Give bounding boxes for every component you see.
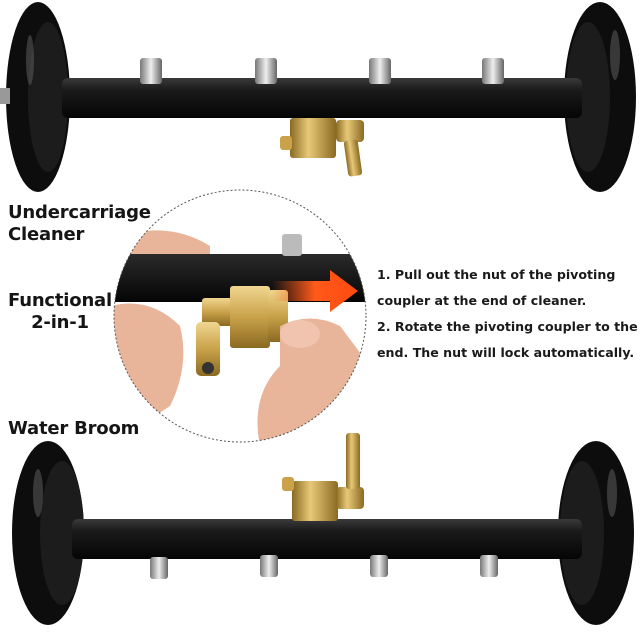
- nozzle-icon: [140, 58, 504, 84]
- functional-2-in-1-label: Functional 2-in-1: [8, 290, 112, 333]
- pivoting-coupler-closeup: [113, 189, 367, 443]
- step-1-line-1: 1. Pull out the nut of the pivoting: [377, 267, 616, 282]
- water-broom-label: Water Broom: [8, 418, 140, 439]
- step-1-line-2: coupler at the end of cleaner.: [377, 293, 587, 308]
- undercarriage-cleaner-label: Undercarriage Cleaner: [8, 202, 151, 245]
- undercarriage-cleaner-illustration: [0, 2, 636, 192]
- instruction-steps: 1. Pull out the nut of the pivoting coup…: [377, 262, 639, 366]
- step-2-line-1: 2. Rotate the pivoting coupler to the: [377, 319, 638, 334]
- step-2-line-2: end. The nut will lock automatically.: [377, 345, 635, 360]
- water-broom-illustration: [12, 433, 634, 625]
